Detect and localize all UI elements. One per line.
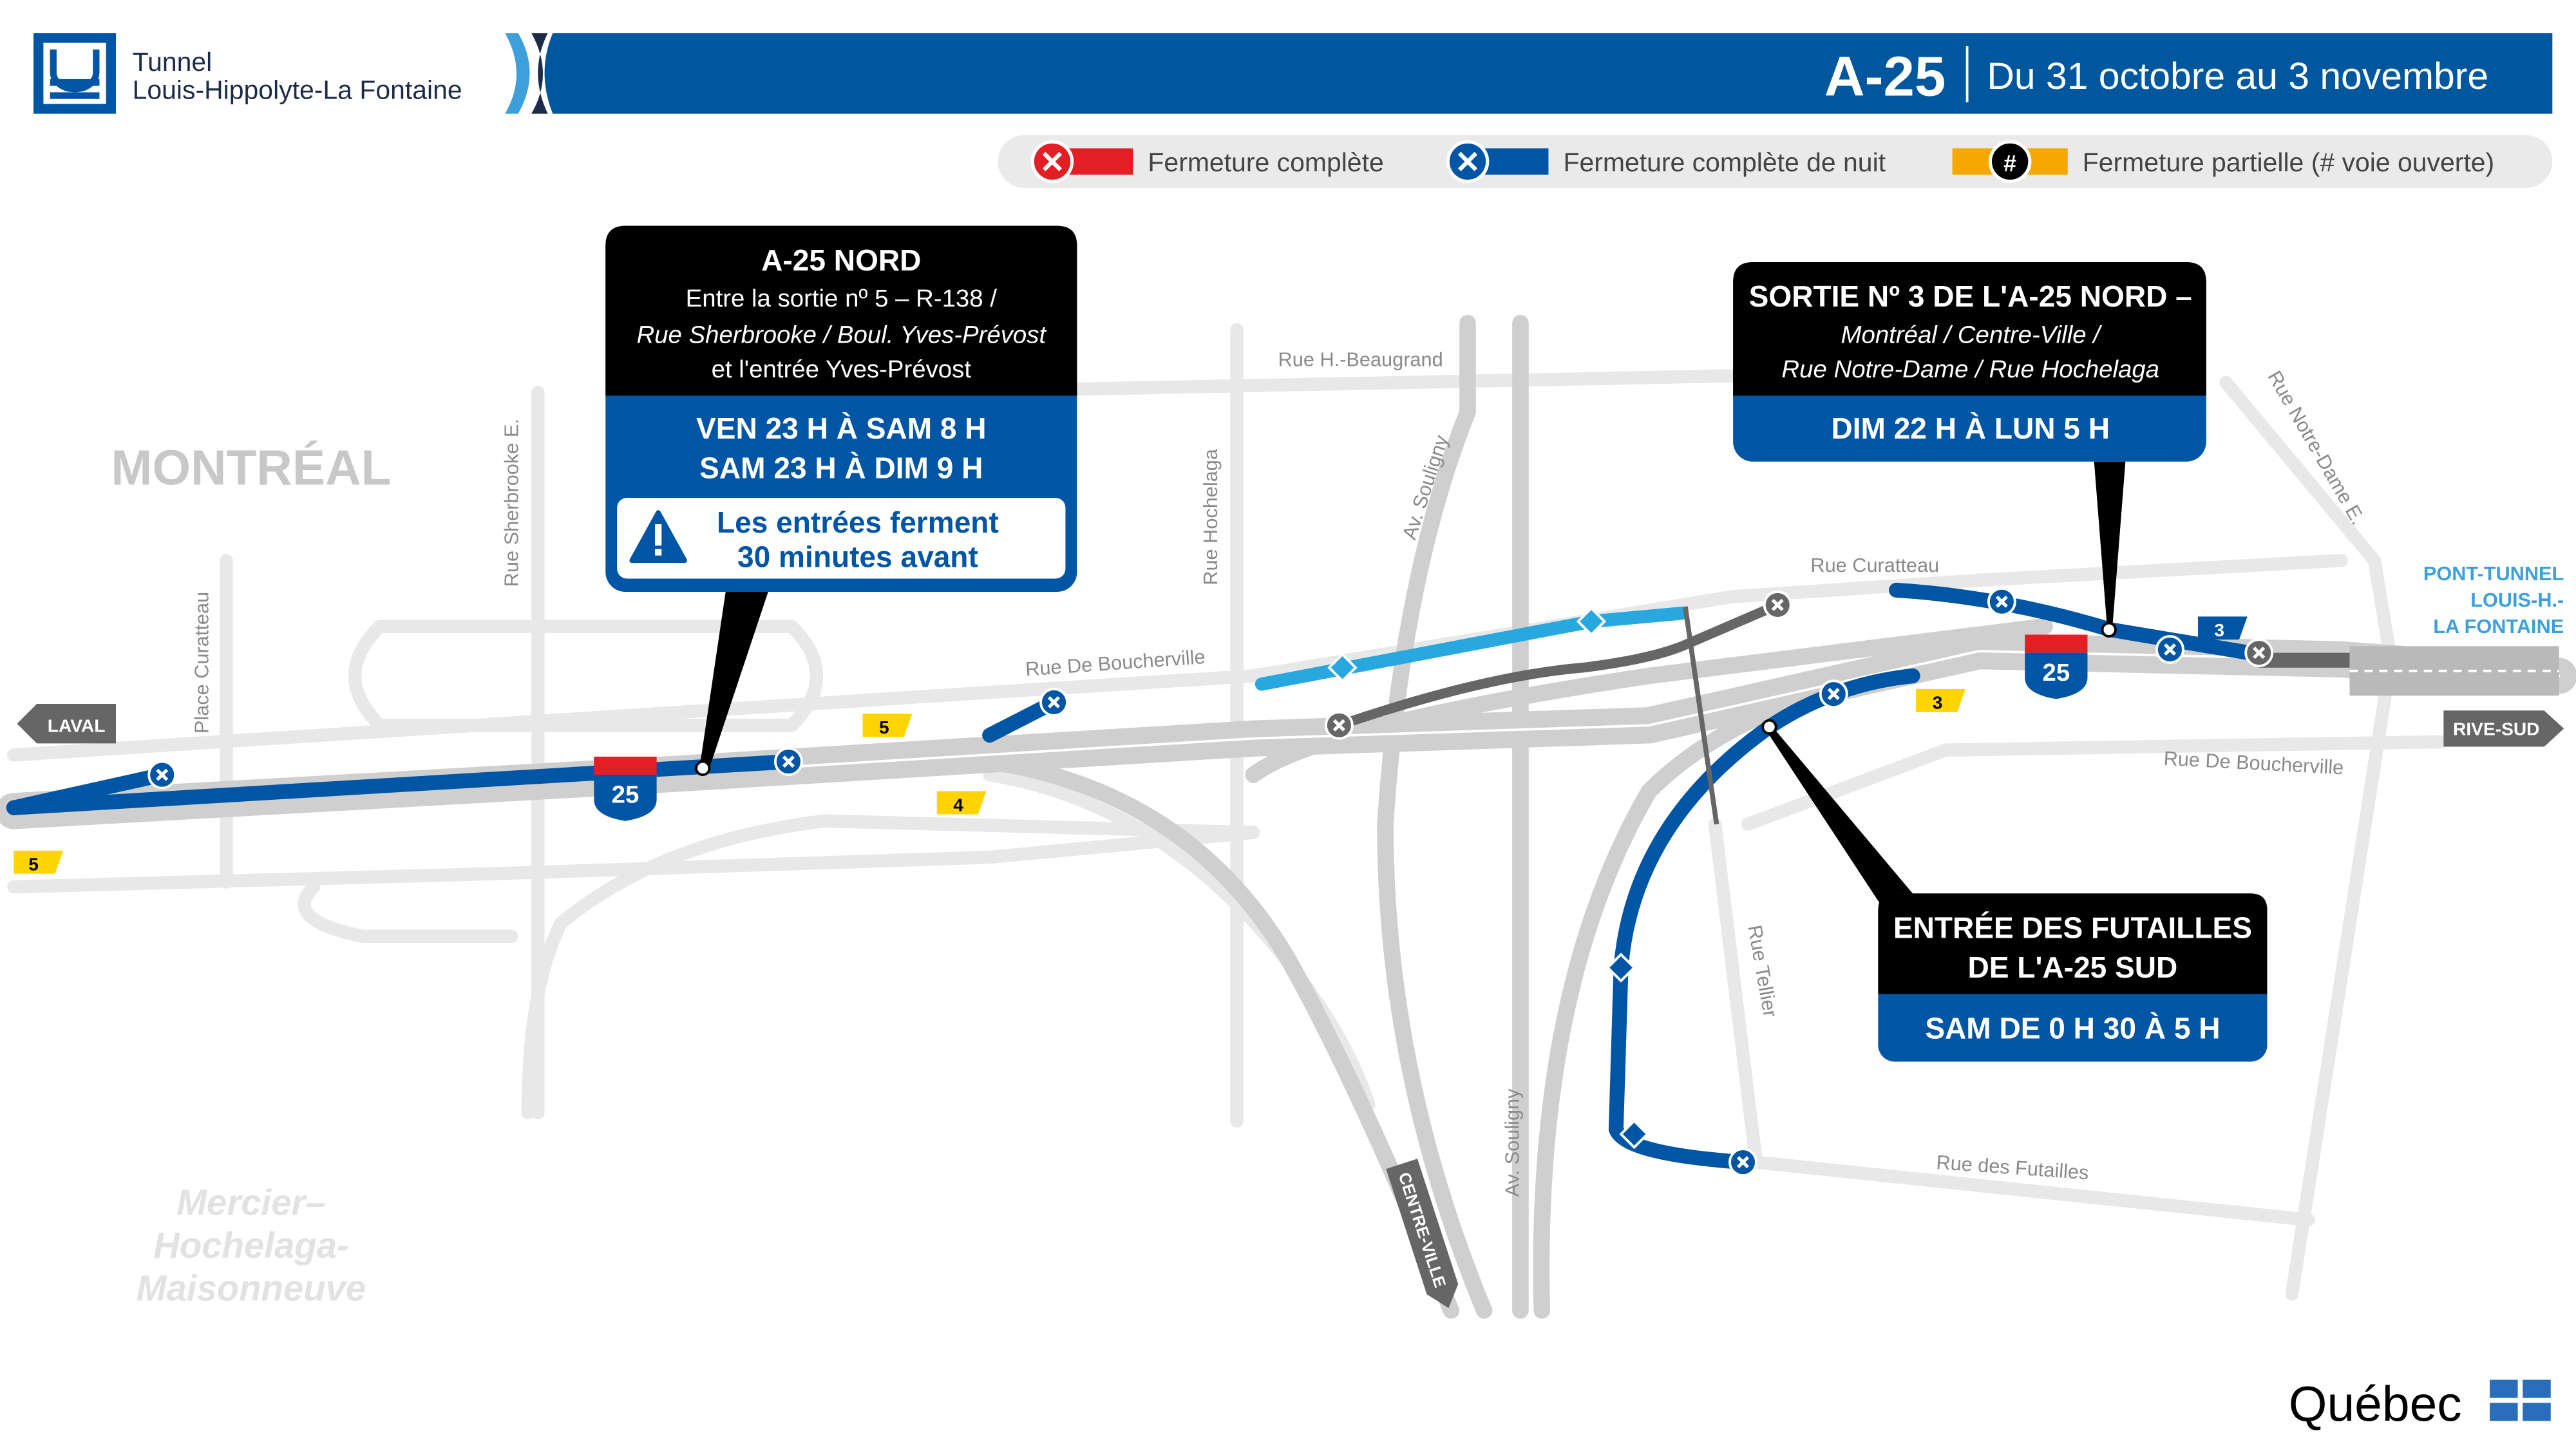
exit-tag: 5 — [28, 855, 39, 875]
laval-arrow-icon — [17, 704, 117, 744]
quebec-logo: Québec — [2289, 1376, 2551, 1432]
callout-text: Rue Sherbrooke / Boul. Yves-Prévost — [636, 321, 1046, 348]
legend-partial-closure: Fermeture partielle (# voie ouverte) — [2083, 147, 2494, 177]
street-label: Rue H.-Beaugrand — [1278, 348, 1443, 370]
callout-time: VEN 23 H À SAM 8 H — [696, 412, 987, 445]
callout-futailles: ENTRÉE DES FUTAILLES DE L'A-25 SUD SAM D… — [1761, 719, 2268, 1062]
fleur-de-lis-flag-icon — [2490, 1379, 2551, 1421]
callout-time: SAM 23 H À DIM 9 H — [699, 451, 983, 484]
diamond-icon — [1605, 952, 1636, 983]
street-label: Rue Tellier — [1743, 923, 1782, 1019]
callout-text: Entre la sortie nº 5 – R-138 / — [686, 285, 998, 312]
logo-line2: Louis-Hippolyte-La Fontaine — [133, 75, 462, 105]
callout-title: A-25 NORD — [761, 243, 921, 277]
closure-markers — [147, 587, 2274, 1177]
exit-tag: 3 — [1933, 693, 1943, 713]
route-title: A-25 — [1824, 45, 1946, 108]
logo-line1: Tunnel — [133, 47, 213, 77]
shield-number: 25 — [612, 781, 639, 809]
callout-time: DIM 22 H À LUN 5 H — [1831, 412, 2110, 445]
diamond-icon — [1619, 1119, 1649, 1150]
area-mhm: Maisonneuve — [137, 1268, 366, 1309]
callout-a25-nord: A-25 NORD Entre la sortie nº 5 – R-138 /… — [605, 225, 1077, 776]
pont-tunnel-label: PONT-TUNNEL — [2423, 562, 2564, 585]
pont-tunnel-label: LA FONTAINE — [2433, 615, 2564, 638]
area-mhm: Mercier– — [176, 1182, 326, 1223]
legend-night-closure: Fermeture complète de nuit — [1563, 147, 1886, 177]
hash-symbol: # — [2003, 151, 2016, 176]
callout-text: Montréal / Centre-Ville / — [1841, 321, 2103, 348]
callout-title: SORTIE Nº 3 DE L'A-25 NORD – — [1749, 279, 2192, 313]
pont-tunnel-label: LOUIS-H.- — [2470, 589, 2564, 611]
exit-tag: 5 — [879, 717, 889, 737]
street-label: Place Curatteau — [190, 592, 213, 734]
callout-title: DE L'A-25 SUD — [1968, 951, 2178, 984]
callout-time: SAM DE 0 H 30 À 5 H — [1925, 1012, 2220, 1045]
legend-full-closure: Fermeture complète — [1148, 147, 1383, 177]
callout-text: et l'entrée Yves-Prévost — [712, 355, 972, 383]
area-montreal: MONTRÉAL — [111, 440, 391, 496]
centre-ville-arrow-icon — [1386, 1159, 1459, 1309]
rive-sud-arrow-icon — [2443, 710, 2564, 747]
warning-text: Les entrées ferment — [717, 506, 999, 539]
diamond-icon — [1576, 606, 1607, 637]
warning-text: 30 minutes avant — [737, 540, 978, 574]
diamond-icon — [1327, 652, 1358, 683]
direction-rive-sud: RIVE-SUD — [2453, 719, 2539, 739]
shield-number: 25 — [2042, 659, 2070, 687]
header: Tunnel Louis-Hippolyte-La Fontaine A-25 … — [33, 33, 2553, 114]
map-labels: MONTRÉAL Mercier– Hochelaga- Maisonneuve… — [17, 348, 2564, 1309]
callout-text: Rue Notre-Dame / Rue Hochelaga — [1781, 355, 2159, 383]
exit-tag: 4 — [953, 795, 963, 815]
a25-shield-icon: 25 25 — [594, 634, 2088, 821]
exit-tags: 5 4 3 5 3 — [14, 616, 2248, 875]
street-label: Rue Sherbrooke E. — [500, 419, 523, 587]
street-label: Rue De Boucherville — [2163, 747, 2344, 779]
brand-wordmark: Québec — [2289, 1376, 2462, 1432]
road-network — [0, 314, 2576, 1319]
street-label: Rue Curatteau — [1810, 554, 1939, 576]
hash-circle-icon — [1988, 140, 2032, 184]
callout-sortie-3: SORTIE Nº 3 DE L'A-25 NORD – Montréal / … — [1733, 261, 2206, 638]
area-mhm: Hochelaga- — [153, 1225, 348, 1265]
street-label: Av. Souligny — [1501, 1088, 1523, 1197]
legend: Fermeture complète Fermeture complète de… — [998, 135, 2553, 188]
date-range: Du 31 octobre au 3 novembre — [1987, 55, 2488, 97]
street-label: Rue Hochelaga — [1199, 448, 1222, 585]
direction-laval: LAVAL — [48, 716, 106, 736]
exit-tag: 3 — [2214, 620, 2224, 640]
callout-title: ENTRÉE DES FUTAILLES — [1893, 911, 2252, 944]
